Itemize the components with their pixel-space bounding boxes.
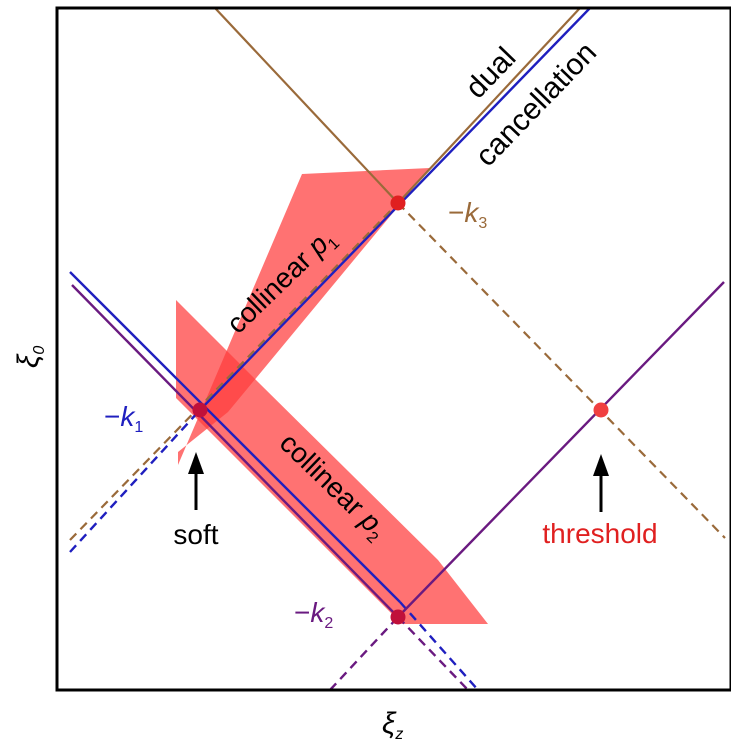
threshold-point (593, 402, 609, 418)
soft-label: soft (173, 519, 218, 550)
collinear-p2-region (176, 300, 488, 624)
brown-solid-upper-right-line (397, 8, 581, 204)
k1-label: −k1 (104, 401, 143, 436)
purple-solid-left-line (71, 284, 399, 618)
k2-point (390, 609, 406, 625)
threshold-arrow (593, 454, 609, 512)
purple-dashed-left-line (329, 616, 399, 690)
brown-dashed-left-line (69, 202, 399, 541)
soft-arrow (188, 452, 204, 510)
y-axis-label: ξ0 (12, 346, 48, 368)
blue-dashed-left-line (69, 409, 201, 553)
x-axis-label: ξz (382, 707, 403, 743)
blue-solid-lower-left-line (69, 271, 401, 603)
threshold-label: threshold (542, 518, 657, 549)
plot-frame (55, 6, 731, 692)
brown-solid-upper-left-line (214, 8, 399, 204)
k1-point (192, 402, 208, 418)
blue-dashed-lower-line (399, 601, 479, 690)
purple-dashed-lower-line (397, 616, 469, 690)
k3-point (390, 195, 406, 211)
k2-label: −k2 (294, 597, 333, 632)
dual-label: dual (459, 41, 522, 105)
k3-label: −k3 (448, 197, 487, 232)
brown-dashed-right-line (397, 202, 726, 539)
purple-solid-right-line (397, 281, 725, 618)
